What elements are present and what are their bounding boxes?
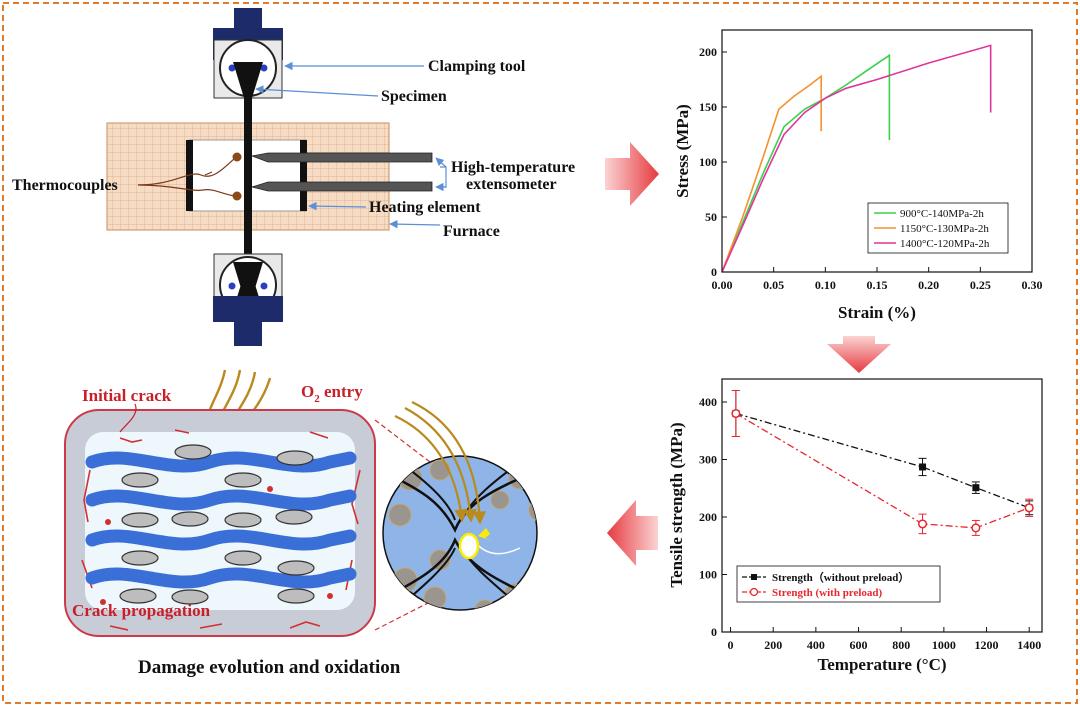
o2-arrow-7 (411, 401, 486, 525)
thermocouple-bottom (232, 191, 242, 201)
chart2-xtick-label: 1000 (932, 638, 956, 652)
heating-element-right (300, 140, 307, 211)
chart2-xtick-label: 400 (807, 638, 825, 652)
chart2-point-square (972, 484, 980, 492)
o2-arrow-5 (394, 415, 468, 523)
chart2-xtick-label: 800 (892, 638, 910, 652)
fiber-tow-3 (85, 529, 357, 551)
flow-arrow-right (605, 142, 659, 206)
chart1-ytick-label: 50 (705, 210, 717, 224)
chart1-ytick-label: 100 (699, 155, 717, 169)
o2-arrow-6 (404, 407, 477, 523)
chart2-legend-label: Strength (with preload) (772, 587, 883, 599)
chart2-ytick-label: 200 (699, 510, 717, 524)
chart1-xtick-label: 0.10 (815, 278, 836, 292)
top-clamp-pin-right (260, 64, 268, 72)
chart2-xlabel: Temperature (°C) (817, 655, 946, 674)
fiber-tow-4 (85, 567, 357, 589)
label-thermocouples: Thermocouples (12, 177, 118, 194)
label-extensometer-line1: High-temperature (451, 159, 575, 176)
thermocouple-wires (137, 157, 236, 197)
chart1-xlabel: Strain (%) (838, 303, 916, 322)
chart1-legend: 900°C-140MPa-2h 1150°C-130MPa-2h 1400°C-12… (867, 202, 1009, 254)
chart2-xtick-label: 600 (850, 638, 868, 652)
bottom-clamp-pin-right (260, 282, 268, 290)
chart1-ylabel: Stress (MPa) (673, 104, 692, 198)
chart2-xtick-label: 1200 (975, 638, 999, 652)
chart2-point-square (919, 463, 927, 471)
stress-strain-chart: 0.00 0.05 0.10 0.15 0.20 0.25 0.30 0 50 100 150 20… (673, 29, 1043, 322)
caption-damage-evolution: Damage evolution and oxidation (138, 657, 401, 678)
chart1-xtick-label: 0.30 (1022, 278, 1043, 292)
chart1-ytick-label: 200 (699, 45, 717, 59)
bottom-clamp-rod (234, 322, 262, 346)
chart2-ytick-label: 400 (699, 395, 717, 409)
chart2-point-circle (1024, 503, 1034, 513)
chart2-legend: Strength（without preload） Strength (with … (736, 565, 941, 603)
chart1-legend-label: 900°C-140MPa-2h (900, 208, 984, 220)
o2-entry-prefix: O (301, 382, 314, 401)
fiber-tow-1 (85, 451, 357, 473)
chart1-xtick-label: 0.00 (712, 278, 733, 292)
label-specimen: Specimen (381, 88, 447, 105)
top-clamp-rod (234, 8, 262, 28)
extensometer-rod-bottom (250, 181, 433, 192)
chart1-xtick-label: 0.05 (763, 278, 784, 292)
transverse-fibers (119, 444, 315, 605)
damage-diagram: Initial crack O2 entry Crack propagation… (64, 369, 538, 678)
chart1-ytick-label: 0 (711, 265, 717, 279)
label-extensometer-line2: extensometer (466, 176, 557, 193)
chart2-ylabel: Tensile strength (MPa) (667, 422, 686, 587)
chart1-series-line-3 (721, 44, 992, 273)
chart2-point-circle (917, 519, 928, 529)
bottom-clamp-pin-left (228, 282, 236, 290)
label-furnace: Furnace (443, 223, 500, 240)
label-clamping-tool: Clamping tool (428, 58, 526, 75)
chart2-series-line-2 (735, 412, 1030, 529)
chart1-legend-label: 1400°C-120MPa-2h (900, 238, 990, 250)
fiber-tow-2 (85, 489, 357, 511)
chart1-xtick-label: 0.25 (970, 278, 991, 292)
label-heating-element: Heating element (369, 199, 481, 216)
flow-arrow-left (607, 500, 658, 566)
chart2-point-circle (731, 408, 741, 419)
chart1-xtick-label: 0.20 (918, 278, 939, 292)
chart2-legend-marker (751, 574, 757, 580)
chart2-xtick-label: 0 (728, 638, 734, 652)
oxidation-spot (458, 532, 480, 560)
chart2-xtick-label: 1400 (1017, 638, 1041, 652)
o2-entry-subscript: 2 (314, 393, 320, 405)
zoomed-detail (382, 455, 538, 611)
label-o2-entry: O2 entry (301, 382, 363, 405)
chart2-ytick-label: 0 (711, 625, 717, 639)
specimen (233, 62, 263, 291)
chart2-legend-marker (749, 587, 759, 597)
chart2-ytick-label: 100 (699, 568, 717, 582)
label-initial-crack: Initial crack (82, 386, 172, 405)
chart2-point-circle (971, 523, 981, 533)
thermocouple-top (232, 152, 242, 162)
flow-arrow-down (827, 336, 891, 373)
chart1-series-line-1 (721, 53, 891, 273)
chart1-series-line-2 (721, 74, 823, 273)
chart2-ytick-label: 300 (699, 453, 717, 467)
test-setup-schematic: Clamping tool Specimen Thermocouples Hig… (12, 8, 575, 346)
extensometer-rod-top (250, 152, 433, 163)
label-crack-propagation: Crack propagation (72, 601, 211, 620)
bottom-clamp-body (213, 296, 283, 322)
o2-entry-suffix: entry (320, 382, 363, 401)
chart2-legend-label: Strength（without preload） (772, 571, 909, 584)
chart2-xtick-label: 200 (764, 638, 782, 652)
top-clamp-pin-left (228, 64, 236, 72)
chart1-legend-label: 1150°C-130MPa-2h (900, 223, 989, 235)
chart1-xtick-label: 0.15 (867, 278, 888, 292)
chart1-ytick-label: 150 (699, 100, 717, 114)
